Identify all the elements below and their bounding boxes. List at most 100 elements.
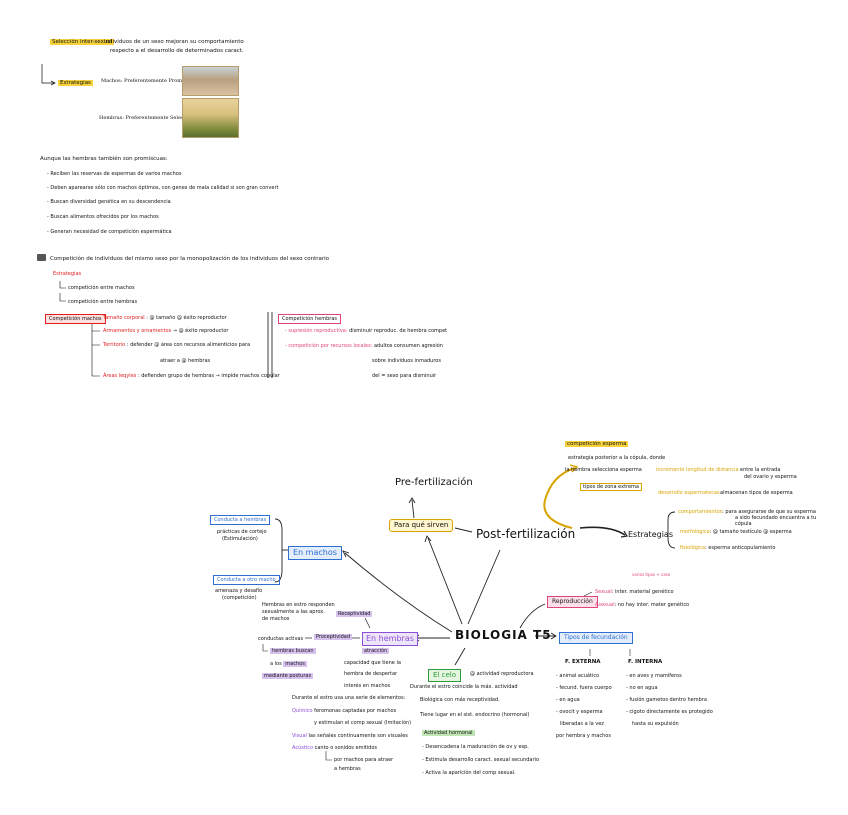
machos-item-3: Territorio : defender @ área con recurso…: [103, 342, 251, 348]
el-celo: El celo: [428, 669, 461, 682]
fe-2: - fecund. fuera cuerpo: [556, 685, 612, 691]
receptividad: Receptividad: [336, 611, 373, 617]
aunque-item-3: - Buscan diversidad genética en su desce…: [47, 199, 171, 205]
f-externa: F. EXTERNA: [565, 659, 601, 665]
celo-text: @ actividad reproductora: [470, 671, 534, 677]
estrategia-1c: a sido fecundado encuentra a tu: [735, 515, 817, 521]
hembras-en-2: sexualmente a las aprox.: [262, 609, 325, 615]
mediante: mediante posturas: [262, 673, 314, 679]
tiene-lugar: Tiene lugar en el sist. endocrino (hormo…: [420, 712, 530, 718]
para-que-sirven: Para qué sirven: [389, 519, 454, 532]
ch-text-2: (Estimulación): [222, 536, 258, 542]
seleccion-label: Selección inter-sexual: [50, 39, 115, 45]
fi-5: hasta su expulsión: [632, 721, 679, 727]
durante-celo: Durante el estro coincide la máx. activi…: [410, 684, 518, 690]
ce-gold-2b: almacenan tipos de esperma: [720, 490, 793, 496]
estrategia-3: fisiológica: esperma anticopulamiento: [680, 545, 776, 551]
cm-text-2: (competición): [222, 595, 257, 601]
estrategia-1: comportamientos: para asegurarse de que …: [678, 509, 816, 515]
hembras-buscan: hembras buscan: [270, 648, 316, 654]
aunque-title: Aunque las hembras también son promiscua…: [40, 156, 168, 162]
competicion-estrategias: Estrategias: [53, 271, 82, 277]
activa: - Activa la aparición del comp sexual.: [422, 770, 516, 776]
biologia-title: BIOLOGIA T5: [455, 628, 552, 642]
tipos-fecundacion: Tipos de fecundación: [559, 632, 633, 644]
ch-text-1: prácticas de cortejo: [217, 529, 267, 535]
hembras-item-2c: del = sexo para disminuir: [372, 373, 437, 379]
competicion-entre-hembras: competición entre hembras: [68, 299, 138, 305]
fi-1: - en aves y mamíferos: [626, 673, 682, 679]
fe-5: liberadas a la vez: [560, 721, 604, 727]
aunque-item-1: - Reciben las reservas de espermas de va…: [47, 171, 182, 177]
fe-6: por hembra y machos: [556, 733, 611, 739]
en-machos: En machos: [288, 546, 342, 560]
ce-gold-2: desarrollo espermatecas: [658, 490, 720, 496]
conducta-hembras: Conducta a hembras: [210, 515, 271, 525]
hembras-en-3: de machos: [262, 616, 290, 622]
hembras-en: Hembras en estro responden: [262, 602, 335, 608]
cm-text-1: amenaza y desafío: [215, 588, 263, 594]
actividad: Actividad hormonal: [422, 730, 475, 736]
machos-photo: [182, 66, 239, 96]
machos-item-2: Armamentos y ornamentos → @ éxito reprod…: [103, 328, 229, 334]
fi-4: - cigoto directamente es protegido: [626, 709, 713, 715]
machos-item-3b: atraer a @ hembras: [160, 358, 211, 364]
visual: Visual las señales continuamente son vis…: [292, 733, 408, 739]
estrategias-label: Estrategias: [58, 80, 93, 86]
ce-gold-1b: entre la entrada: [740, 467, 781, 473]
quimico: Químico feromonas captadas por machos: [292, 708, 397, 714]
desencadena: - Desencadena la maduración de ov y esp.: [422, 744, 529, 750]
fe-4: - ovocit y esperma: [556, 709, 603, 715]
varios-tipos: varios tipos + caso: [632, 572, 671, 577]
estimula: - Estimula desarrollo caract. sexual sec…: [422, 757, 540, 763]
machos-label: Machos: Preferentemente Promiscuos: [101, 78, 198, 84]
capacidad-3: interés en machos: [344, 683, 391, 689]
fe-3: - en agua: [556, 697, 580, 703]
durante-celo-2: Biológica con más receptividad.: [420, 697, 500, 703]
competicion-entre-machos: competición entre machos: [68, 285, 135, 291]
en-hembras: En hembras: [362, 632, 418, 646]
fi-2: - no en agua: [626, 685, 658, 691]
acustico-2: por machos para atraer: [334, 757, 394, 763]
machos-item-1: Tamaño corporal : @ tamaño @ éxito repro…: [103, 315, 227, 321]
competicion-machos-box: Competición machos: [45, 314, 106, 324]
conducta-activa: conductas activas: [258, 636, 304, 642]
estrategia-2: morfológica: @ tamaño testículo @ esperm…: [680, 529, 792, 535]
pre-fertilizacion: Pre-fertilización: [395, 477, 473, 488]
proceptividad: Proceptividad: [314, 634, 353, 640]
machos-item-4: Áreas leqyles : defienden grupo de hembr…: [103, 373, 280, 379]
ce-tipos: tipos de zona extrema: [580, 483, 642, 491]
fe-1: - animal acuático: [556, 673, 600, 679]
seleccion-text-2: respecto a el desarrollo de determinados…: [110, 48, 244, 54]
f-interna: F. INTERNA: [628, 659, 663, 665]
book-icon: [37, 254, 46, 261]
fi-3: - fusión gametos dentro hembra: [626, 697, 707, 703]
ce-gold-1: incremento longitud de distancia: [656, 467, 739, 473]
a-los-machos: a los machos: [270, 661, 307, 667]
ce-text-2: la hembra selecciona esperma: [565, 467, 642, 473]
post-fertilizacion: Post-fertilización: [476, 527, 576, 541]
hembras-photo: [182, 98, 239, 138]
aunque-item-5: - Generan necesidad de competición esper…: [47, 229, 172, 235]
hembras-item-1: - supresión reproductiva: disminuir repr…: [285, 328, 448, 334]
ce-gold-1c: del ovario y esperma: [744, 474, 797, 480]
acustico-3: a hembras: [334, 766, 361, 772]
quimico-2: y estimulan el comp sexual (Imitación): [314, 720, 412, 726]
ce-text-1: estrategia posterior a la cópula, donde: [568, 455, 666, 461]
capacidad-2: hembra de despertar: [344, 671, 398, 677]
estrategias-map: Estrategias: [628, 530, 673, 539]
seleccion-text-1: individuos de un sexo mejoran su comport…: [104, 39, 244, 45]
aunque-item-2: - Deben aparearse sólo con machos óptimo…: [47, 185, 279, 191]
sexual: Sexual: inter. material genético: [595, 589, 674, 595]
competicion-hembras-box: Competición hembras: [278, 314, 341, 324]
durante-estro: Durante el estro usa una serie de elemen…: [292, 695, 406, 701]
capacidad-1: capacidad que tiene la: [344, 660, 401, 666]
acustico: Acústico canto o sonidos emitidos: [292, 745, 378, 751]
conducta-machos: Conducta a otro macho: [213, 575, 280, 585]
atraccion: atracción: [362, 648, 390, 654]
estrategia-1d: cópula: [735, 521, 752, 527]
hembras-item-2: - competición por recursos locales: adul…: [285, 343, 443, 349]
reproduccion: Reproducción: [547, 596, 598, 608]
hembras-item-2b: sobre individuos inmaduros: [372, 358, 441, 364]
